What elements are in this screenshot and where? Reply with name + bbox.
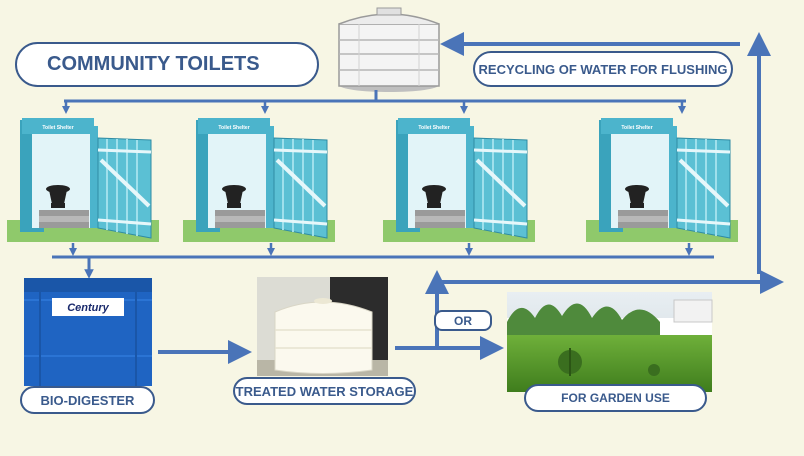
- bio-digester-label: BIO-DIGESTER: [20, 386, 155, 414]
- toilet-shelter: Toilet Shelter: [7, 118, 159, 242]
- overhead-water-tank: [338, 7, 440, 92]
- or-label: OR: [434, 310, 492, 331]
- toilet-shelter: Toilet Shelter: [383, 118, 535, 242]
- recycling-label: RECYCLING OF WATER FOR FLUSHING: [473, 51, 733, 87]
- toilet-sign-text: Toilet Shelter: [621, 125, 652, 131]
- garden-use-label: FOR GARDEN USE: [524, 384, 707, 412]
- treated-water-tank: [257, 277, 388, 376]
- collection-pipe: [52, 243, 714, 279]
- page-title: COMMUNITY TOILETS: [15, 42, 319, 87]
- bio-digester-tank: Century: [24, 278, 152, 386]
- toilet-shelter: Toilet Shelter: [586, 118, 738, 242]
- toilet-shelter: Toilet Shelter: [183, 118, 335, 242]
- toilet-sign-text: Toilet Shelter: [42, 125, 73, 131]
- garden-image: [507, 292, 713, 392]
- toilet-sign-text: Toilet Shelter: [218, 125, 249, 131]
- tank-brand-text: Century: [67, 302, 109, 314]
- treated-storage-label: TREATED WATER STORAGE: [233, 377, 416, 405]
- toilet-sign-text: Toilet Shelter: [418, 125, 449, 131]
- supply-pipe: [61, 90, 687, 115]
